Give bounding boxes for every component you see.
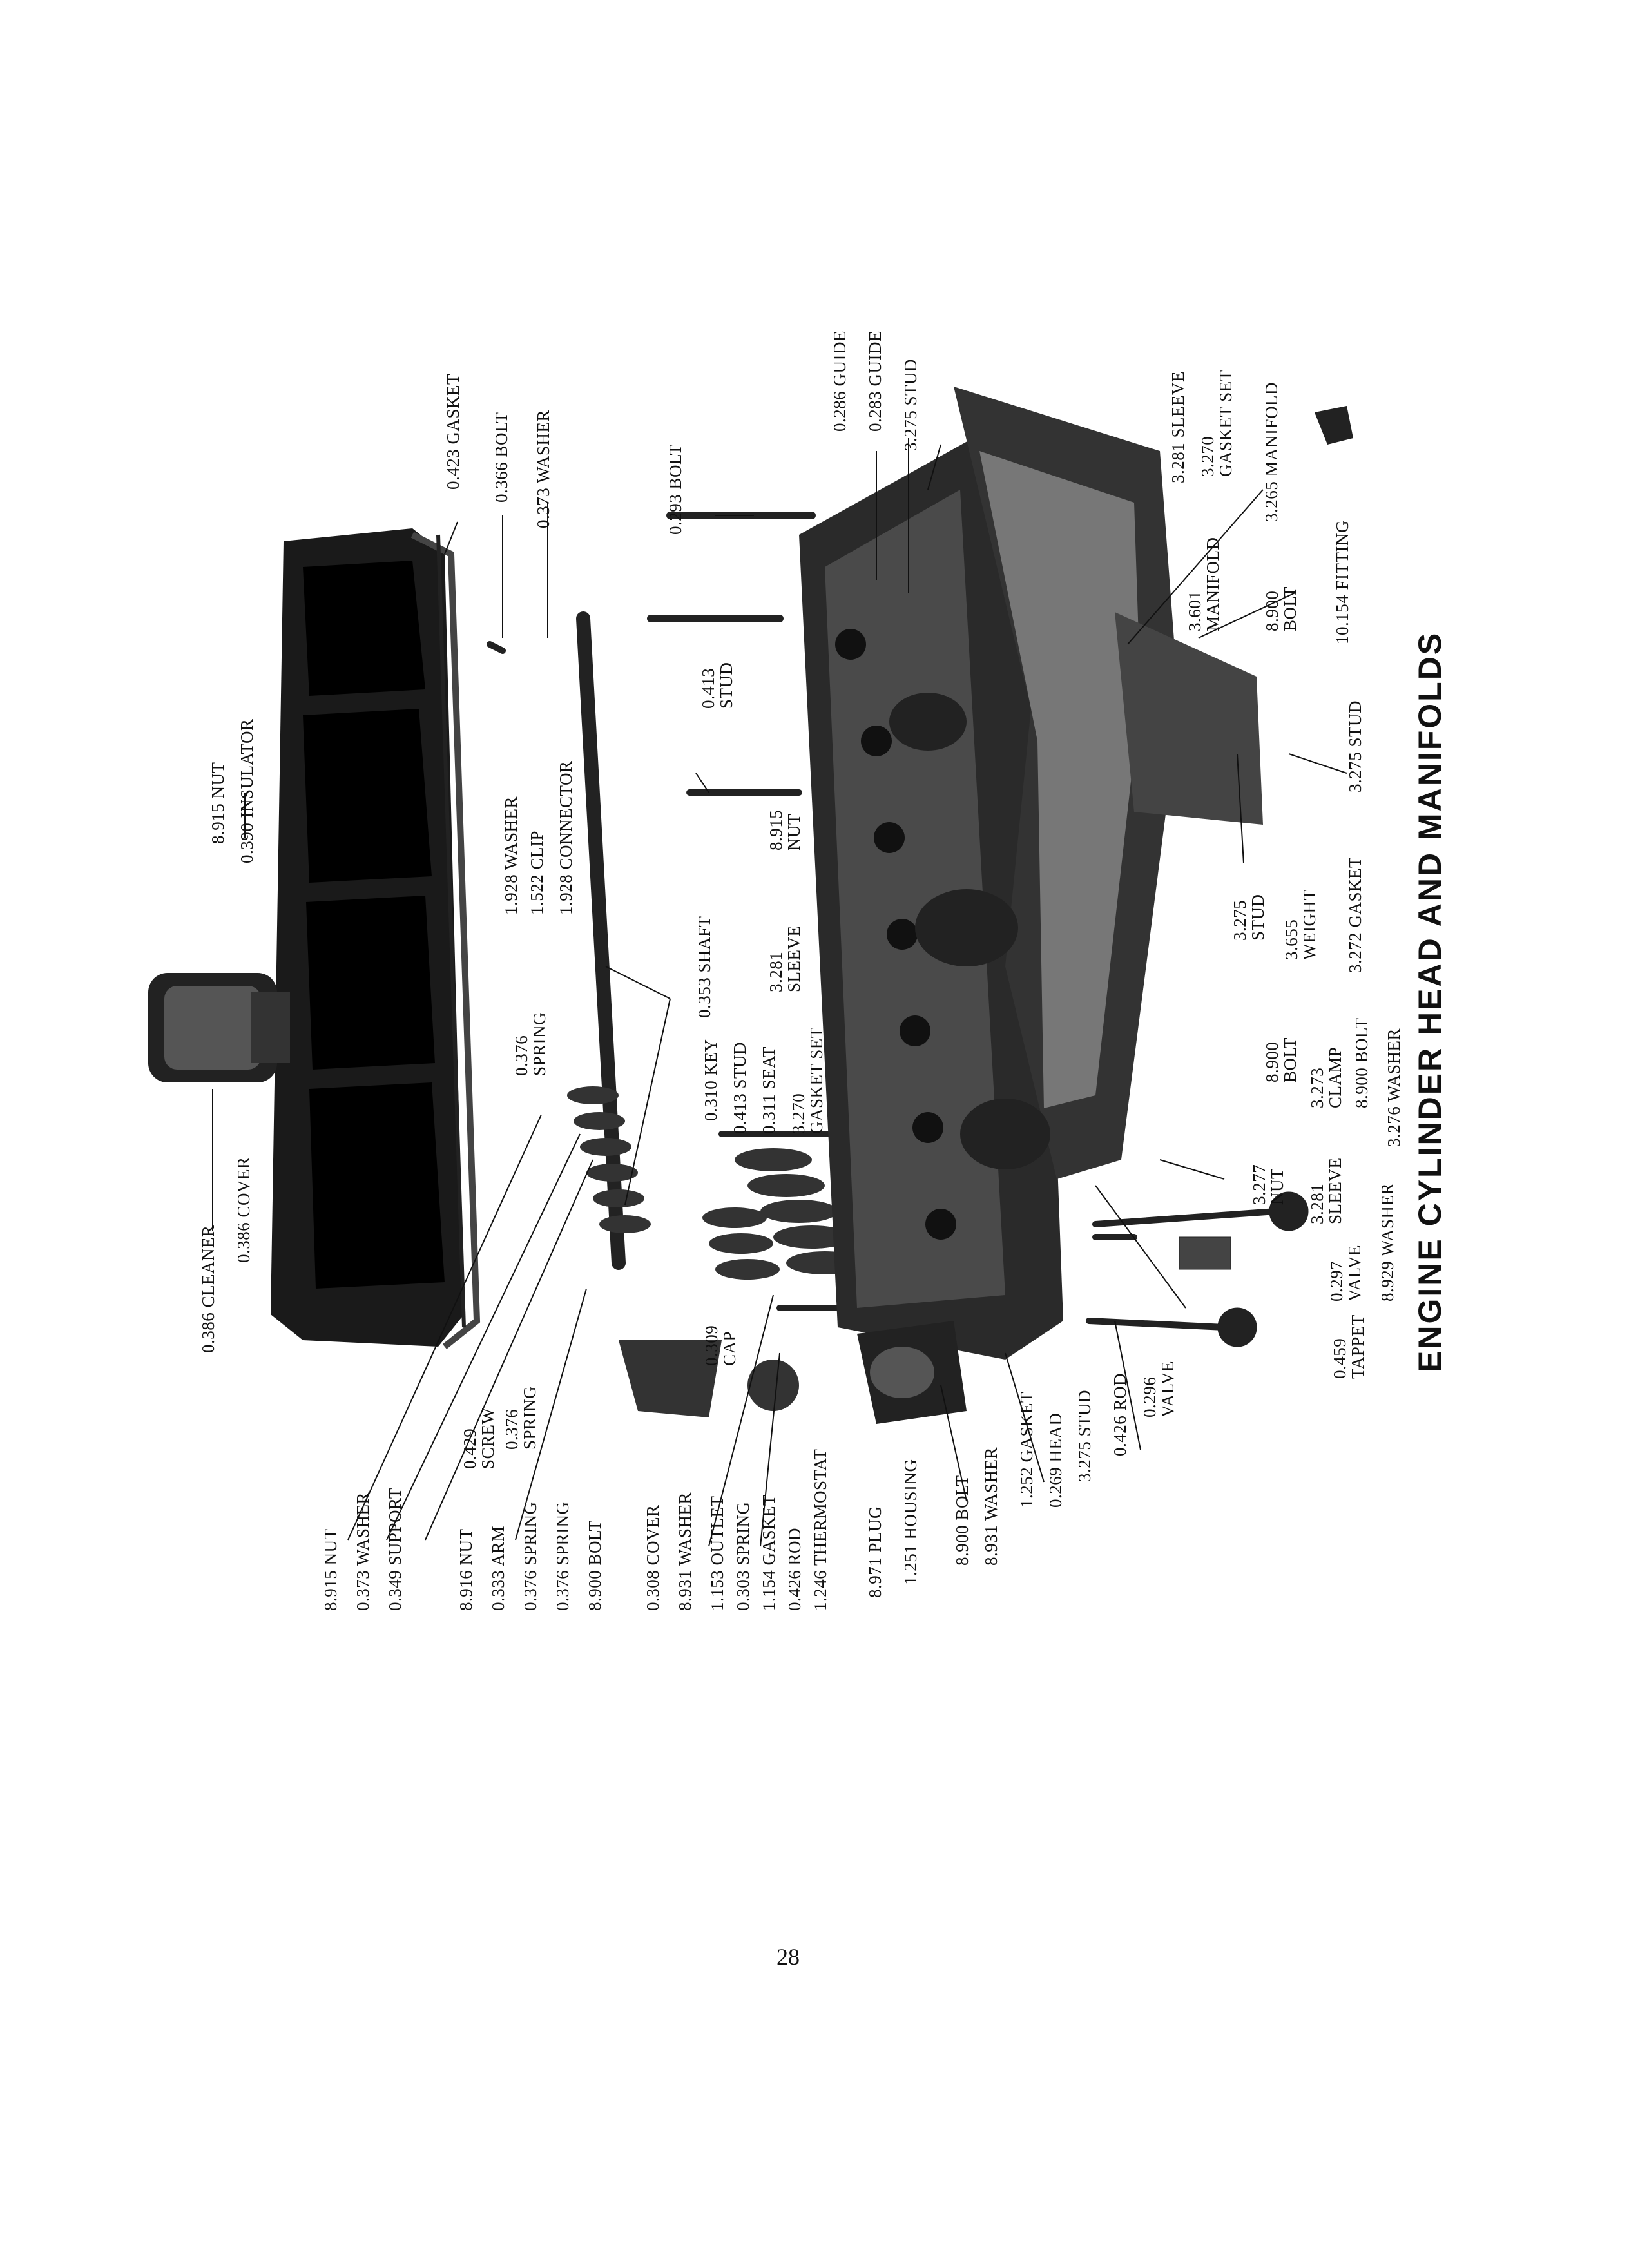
label-weight-3655: 3.655 WEIGHT — [1282, 889, 1320, 960]
label-key-310: 0.310 KEY — [701, 1039, 720, 1122]
label-plug-8971: 8.971 PLUG — [865, 1505, 885, 1598]
manifold-drawing — [889, 387, 1263, 1179]
label-clamp-3273: 3.273 CLAMP — [1307, 1046, 1345, 1108]
page-number: 28 — [776, 1944, 800, 1970]
label-fitting-10154: 10.154 FITTING — [1333, 520, 1352, 644]
label-tappet-459: 0.459 TAPPET — [1330, 1314, 1368, 1379]
label-cleaner: 0.386 CLEANER — [198, 1225, 218, 1354]
label-bolt-8900-bottom: 8.900 BOLT — [952, 1475, 972, 1566]
rocker-cover-drawing — [271, 528, 481, 1349]
label-cap-309: 0.309 CAP — [702, 1325, 740, 1366]
label-valve-296: 0.296 VALVE — [1140, 1360, 1178, 1418]
label-clip-1522: 1.522 CLIP — [527, 830, 546, 915]
label-gasket-set-3270-top: 3.270 GASKET SET — [1198, 370, 1236, 477]
label-washer-1928: 1.928 WASHER — [501, 796, 521, 915]
label-stud-3275-mid: 3.275 STUD — [1230, 894, 1268, 941]
label-manifold-3265: 3.265 MANIFOLD — [1262, 381, 1281, 522]
label-cover-308: 0.308 COVER — [643, 1504, 662, 1611]
label-rod-426-left: 0.426 ROD — [785, 1527, 804, 1611]
label-spring-303: 0.303 SPRING — [733, 1501, 753, 1611]
label-washer-3276: 3.276 WASHER — [1384, 1028, 1403, 1147]
label-shaft-353: 0.353 SHAFT — [695, 916, 714, 1018]
page-title: ENGINE CYLINDER HEAD AND MANIFOLDS — [1412, 631, 1448, 1372]
label-washer-373-left: 0.373 WASHER — [353, 1492, 372, 1611]
label-gasket-423: 0.423 GASKET — [443, 374, 463, 490]
label-stud-3275-bottom: 3.275 STUD — [1075, 1389, 1094, 1482]
valve-springs-drawing — [567, 1086, 863, 1418]
label-washer-373-top: 0.373 WASHER — [534, 409, 553, 528]
label-bolt-8900-left: 8.900 BOLT — [585, 1520, 604, 1611]
label-sleeve-3281-low: 3.281 SLEEVE — [1307, 1157, 1345, 1225]
label-cover-386: 0.386 COVER — [234, 1157, 253, 1263]
label-guide-286: 0.286 GUIDE — [830, 331, 849, 432]
valves-drawing — [1086, 1191, 1309, 1347]
leader-lines — [212, 438, 1347, 1547]
label-connector-1928: 1.928 CONNECTOR — [556, 760, 575, 915]
label-bolt-8900-mid: 8.900 BOLT — [1262, 1037, 1300, 1082]
label-washer-8929: 8.929 WASHER — [1378, 1182, 1397, 1302]
label-stud-413-mid: 0.413 STUD — [730, 1041, 749, 1134]
label-insulator: 0.390 INSULATOR — [237, 718, 256, 863]
label-sleeve-3281-top: 3.281 SLEEVE — [1168, 371, 1188, 483]
label-spring-376-a: 0.376 SPRING — [512, 1012, 550, 1076]
label-arm-333: 0.333 ARM — [488, 1525, 508, 1611]
label-nut-8915-left: 8.915 NUT — [321, 1528, 340, 1611]
label-valve-297: 0.297 VALVE — [1327, 1244, 1365, 1302]
label-guide-283: 0.283 GUIDE — [865, 331, 885, 432]
label-rod-426-bottom: 0.426 ROD — [1110, 1372, 1130, 1456]
label-stud-413-top: 0.413 STUD — [699, 662, 737, 709]
label-spring-376-d: 0.376 SPRING — [553, 1501, 572, 1611]
label-washer-8931-left: 8.931 WASHER — [675, 1492, 695, 1611]
label-gasket-1252: 1.252 GASKET — [1017, 1392, 1036, 1508]
label-thermostat-1246: 1.246 THERMOSTAT — [811, 1448, 830, 1611]
label-nut-3277: 3.277 NUT — [1249, 1164, 1287, 1205]
label-manifold-3601: 3.601 MANIFOLD — [1185, 537, 1223, 631]
label-gasket-1154: 1.154 GASKET — [759, 1495, 778, 1611]
fitting-drawing — [1315, 406, 1353, 445]
label-screw-429: 0.429 SCREW — [460, 1407, 498, 1469]
label-nut-8916: 8.916 NUT — [456, 1528, 476, 1611]
label-housing-1251: 1.251 HOUSING — [901, 1459, 920, 1586]
label-seat-311: 0.311 SEAT — [759, 1046, 778, 1134]
label-stud-3275-top: 3.275 STUD — [901, 358, 920, 451]
label-spring-376-c: 0.376 SPRING — [521, 1501, 540, 1611]
label-bolt-293: 0.293 BOLT — [666, 444, 685, 535]
label-head-269: 0.269 HEAD — [1046, 1412, 1065, 1508]
label-spring-376-b: 0.376 SPRING — [502, 1385, 540, 1450]
label-bolt-8900-b: 8.900 BOLT — [1352, 1017, 1371, 1108]
label-washer-8931-bottom: 8.931 WASHER — [981, 1446, 1001, 1566]
label-outlet-1153: 1.153 OUTLET — [708, 1495, 727, 1611]
label-sleeve-3281-mid: 3.281 SLEEVE — [766, 925, 804, 993]
air-cleaner-drawing — [148, 973, 290, 1082]
thermostat-housing-drawing — [857, 1321, 967, 1424]
label-nut-8915-mid: 8.915 NUT — [766, 809, 804, 850]
label-gasket-3272: 3.272 GASKET — [1345, 857, 1365, 973]
label-gasket-set-3270-mid: 3.270 GASKET SET — [789, 1027, 827, 1134]
label-nut-8915-top: 8.915 NUT — [208, 762, 227, 845]
label-stud-3275-right: 3.275 STUD — [1345, 700, 1365, 793]
label-support-349: 0.349 SUPPORT — [385, 1488, 405, 1611]
label-bolt-366: 0.366 BOLT — [492, 412, 511, 503]
label-bolt-8900-right: 8.900 BOLT — [1262, 586, 1300, 631]
